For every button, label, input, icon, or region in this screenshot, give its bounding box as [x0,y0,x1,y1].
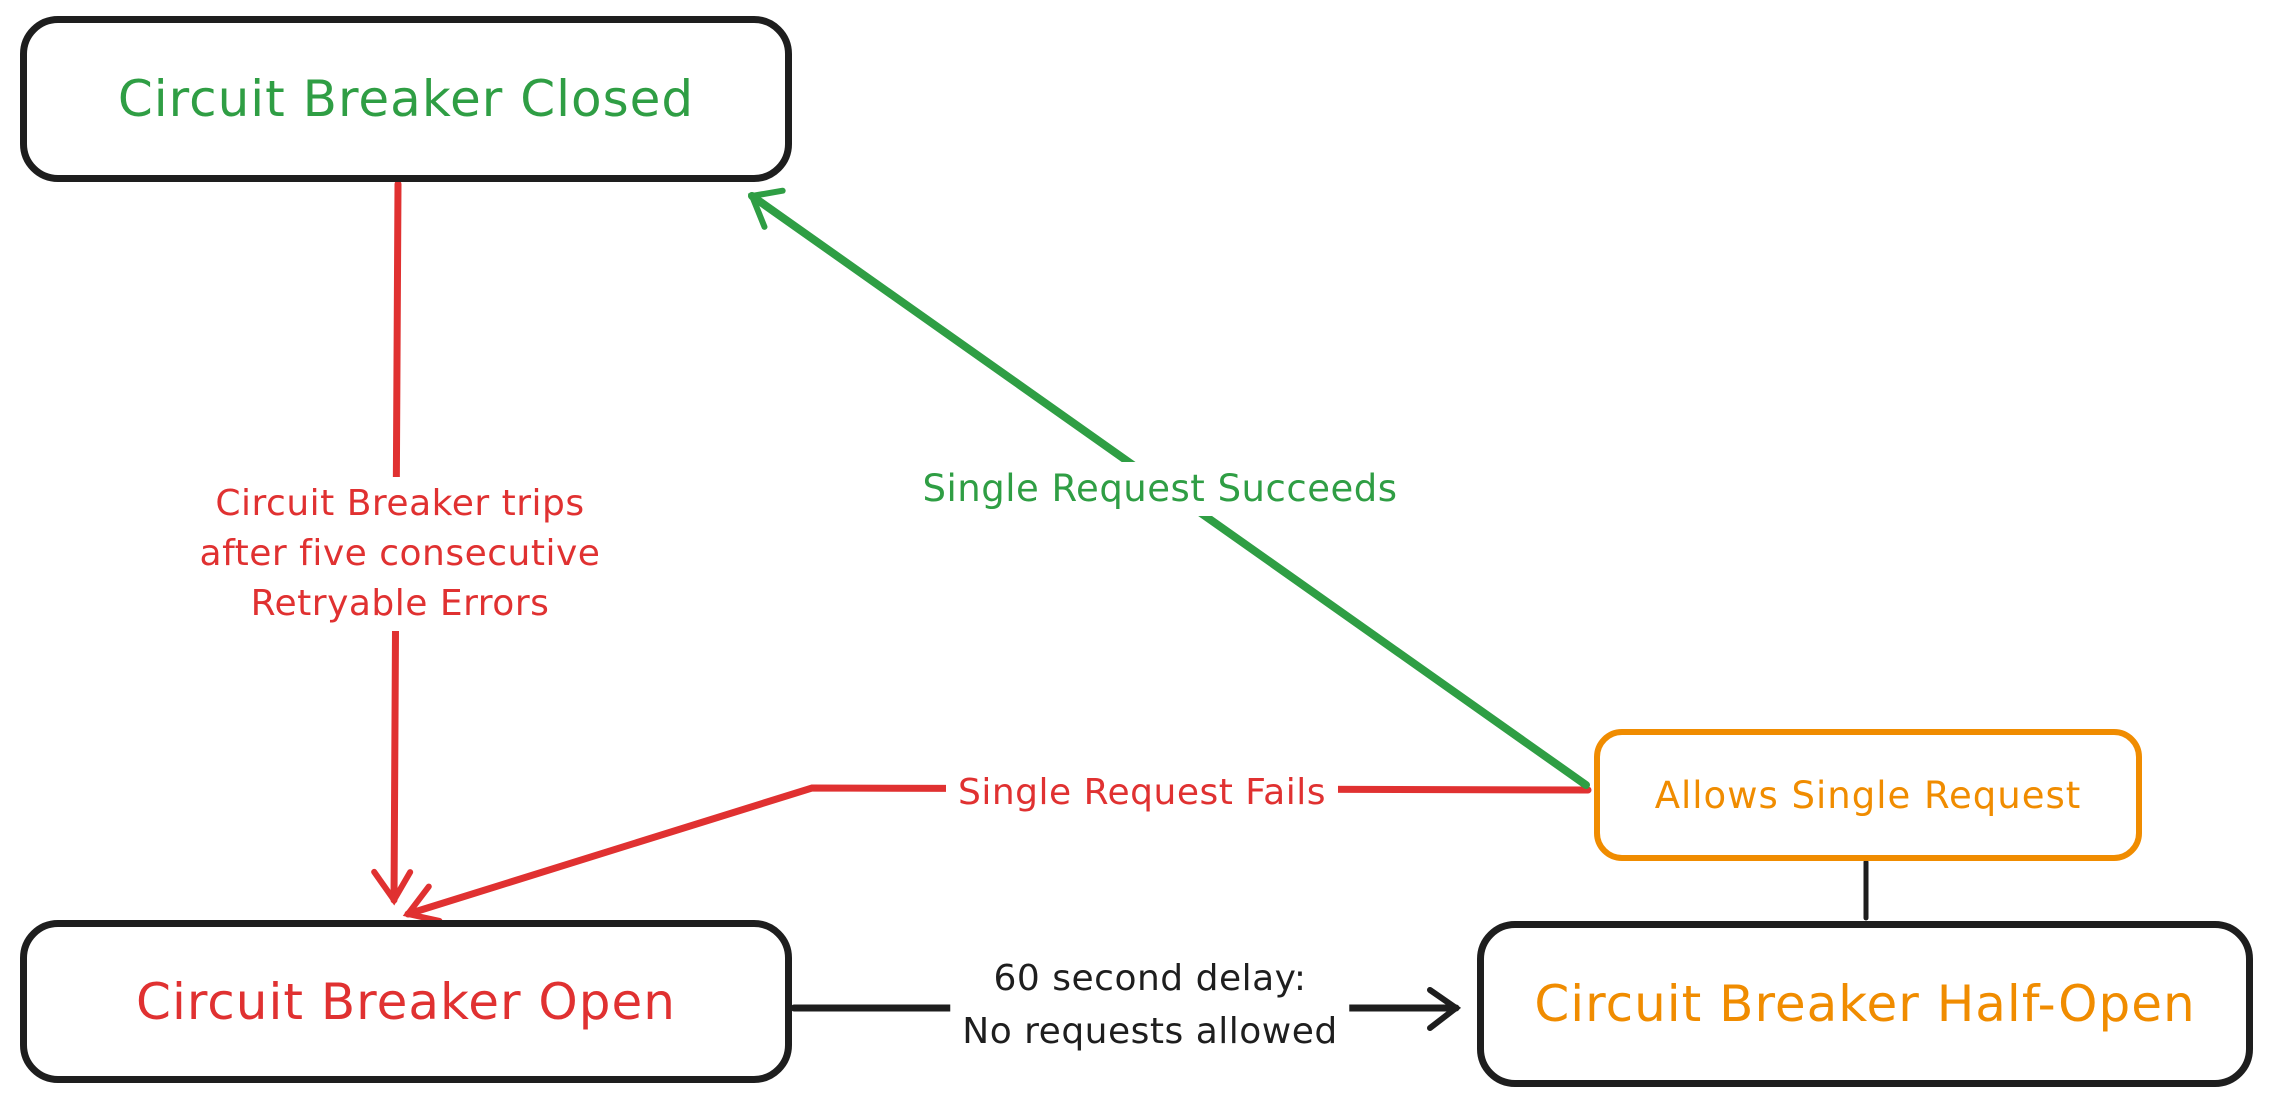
node-circuit-breaker-closed: Circuit Breaker Closed [20,16,792,182]
label-delay-line-2: No requests allowed [962,1011,1338,1052]
label-delay-line-1: 60 second delay: [993,958,1307,999]
node-circuit-breaker-half-open-label: Circuit Breaker Half-Open [1534,975,2196,1033]
node-circuit-breaker-open: Circuit Breaker Open [20,920,792,1083]
label-succeeds: Single Request Succeeds [910,462,1410,516]
label-trips-line-3: Retryable Errors [250,583,550,624]
node-allows-single-request: Allows Single Request [1594,729,2142,861]
node-circuit-breaker-open-label: Circuit Breaker Open [136,972,676,1031]
node-allows-single-request-label: Allows Single Request [1654,773,2082,817]
node-circuit-breaker-closed-label: Circuit Breaker Closed [117,70,695,128]
label-trips-line-1: Circuit Breaker trips [215,483,585,524]
node-circuit-breaker-half-open: Circuit Breaker Half-Open [1477,921,2253,1087]
label-delay: 60 second delay: No requests allowed [950,950,1350,1060]
label-fails: Single Request Fails [945,766,1339,820]
label-trips-line-2: after five consecutive [199,533,601,574]
label-trips: Circuit Breaker trips after five consecu… [187,477,613,631]
